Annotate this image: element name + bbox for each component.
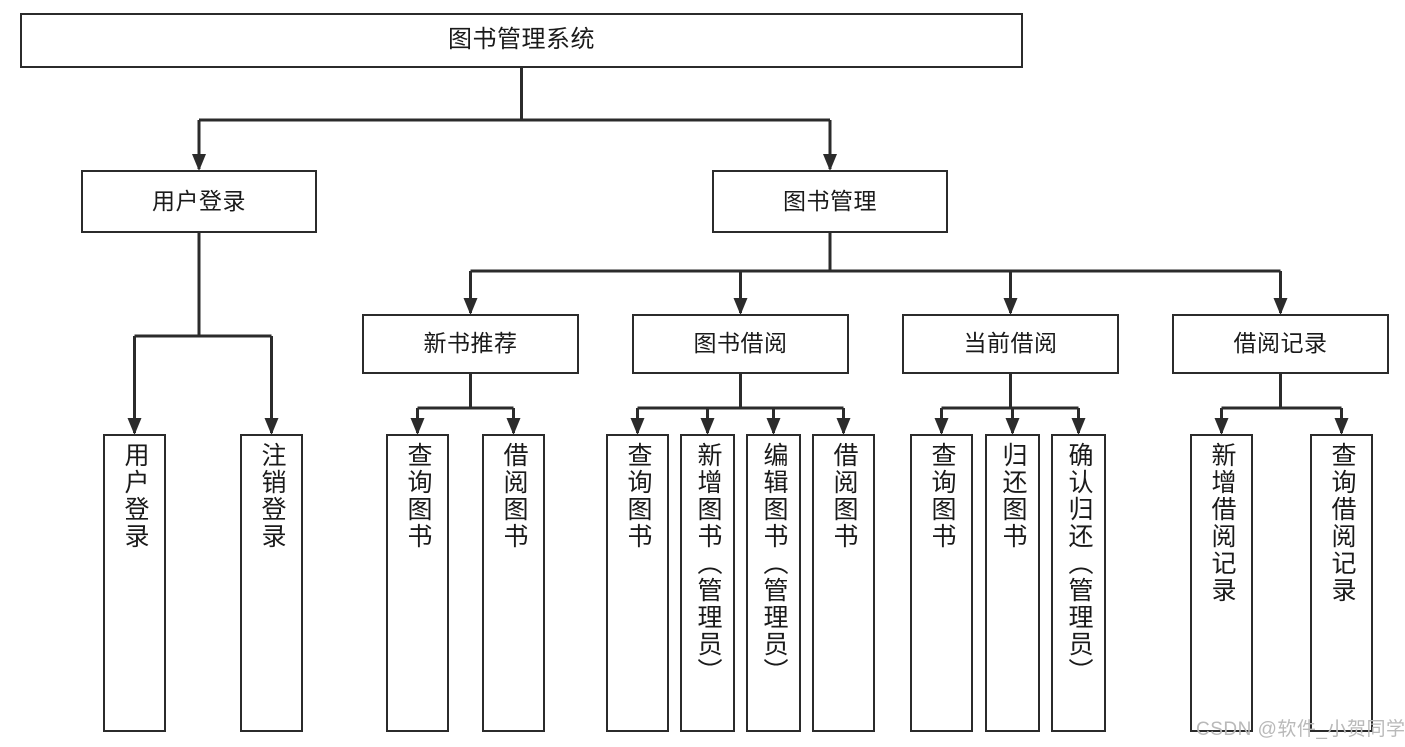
node-root[interactable]: 图书管理系统 bbox=[20, 13, 1023, 68]
node-label: 图书管理 bbox=[783, 187, 877, 214]
arrow-head-icon bbox=[1273, 298, 1288, 315]
node-label: 查询图书 bbox=[404, 442, 432, 550]
arrow-head-icon bbox=[410, 418, 425, 435]
node-label: 确认归还（管理员） bbox=[1065, 442, 1093, 685]
node-label: 借阅图书 bbox=[830, 442, 858, 550]
arrow-head-icon bbox=[836, 418, 851, 435]
node-leaf-edit-book[interactable]: 编辑图书（管理员） bbox=[746, 434, 801, 732]
arrow-head-icon bbox=[766, 418, 781, 435]
node-label: 用户登录 bbox=[152, 187, 246, 214]
node-leaf-borrow-book-1[interactable]: 借阅图书 bbox=[482, 434, 545, 732]
arrow-head-icon bbox=[630, 418, 645, 435]
arrow-head-icon bbox=[264, 418, 279, 435]
node-leaf-query-record[interactable]: 查询借阅记录 bbox=[1310, 434, 1373, 732]
node-label: 归还图书 bbox=[999, 442, 1027, 550]
node-label: 图书管理系统 bbox=[448, 26, 595, 54]
node-leaf-return-book[interactable]: 归还图书 bbox=[985, 434, 1040, 732]
arrow-head-icon bbox=[1334, 418, 1349, 435]
node-book-manage[interactable]: 图书管理 bbox=[712, 170, 948, 233]
node-label: 注销登录 bbox=[258, 442, 286, 550]
node-label: 用户登录 bbox=[121, 442, 149, 550]
node-label: 编辑图书（管理员） bbox=[760, 442, 788, 685]
arrow-head-icon bbox=[463, 298, 478, 315]
node-leaf-query-book-2[interactable]: 查询图书 bbox=[606, 434, 669, 732]
node-label: 图书借阅 bbox=[693, 330, 788, 357]
node-label: 查询图书 bbox=[928, 442, 956, 550]
arrow-head-icon bbox=[700, 418, 715, 435]
node-borrow-record[interactable]: 借阅记录 bbox=[1172, 314, 1389, 374]
node-leaf-logout[interactable]: 注销登录 bbox=[240, 434, 303, 732]
node-label: 借阅记录 bbox=[1233, 330, 1328, 357]
node-new-book-rec[interactable]: 新书推荐 bbox=[362, 314, 579, 374]
node-label: 新书推荐 bbox=[423, 330, 518, 357]
arrow-head-icon bbox=[1071, 418, 1086, 435]
node-leaf-user-login[interactable]: 用户登录 bbox=[103, 434, 166, 732]
node-book-borrow[interactable]: 图书借阅 bbox=[632, 314, 849, 374]
arrow-head-icon bbox=[934, 418, 949, 435]
node-label: 新增借阅记录 bbox=[1208, 442, 1236, 604]
node-leaf-add-record[interactable]: 新增借阅记录 bbox=[1190, 434, 1253, 732]
node-leaf-add-book[interactable]: 新增图书（管理员） bbox=[680, 434, 735, 732]
node-label: 查询借阅记录 bbox=[1328, 442, 1356, 604]
arrow-head-icon bbox=[506, 418, 521, 435]
node-leaf-confirm-return[interactable]: 确认归还（管理员） bbox=[1051, 434, 1106, 732]
node-label: 新增图书（管理员） bbox=[694, 442, 722, 685]
arrow-head-icon bbox=[1003, 298, 1018, 315]
node-leaf-query-book-1[interactable]: 查询图书 bbox=[386, 434, 449, 732]
node-label: 查询图书 bbox=[624, 442, 652, 550]
node-label: 借阅图书 bbox=[500, 442, 528, 550]
arrow-head-icon bbox=[1005, 418, 1020, 435]
node-user-login[interactable]: 用户登录 bbox=[81, 170, 317, 233]
arrow-head-icon bbox=[127, 418, 142, 435]
arrow-head-icon bbox=[823, 154, 837, 171]
node-label: 当前借阅 bbox=[963, 330, 1058, 357]
arrow-head-icon bbox=[1214, 418, 1229, 435]
node-current-borrow[interactable]: 当前借阅 bbox=[902, 314, 1119, 374]
node-leaf-borrow-book-2[interactable]: 借阅图书 bbox=[812, 434, 875, 732]
node-leaf-query-book-3[interactable]: 查询图书 bbox=[910, 434, 973, 732]
arrow-head-icon bbox=[192, 154, 206, 171]
arrow-head-icon bbox=[733, 298, 748, 315]
